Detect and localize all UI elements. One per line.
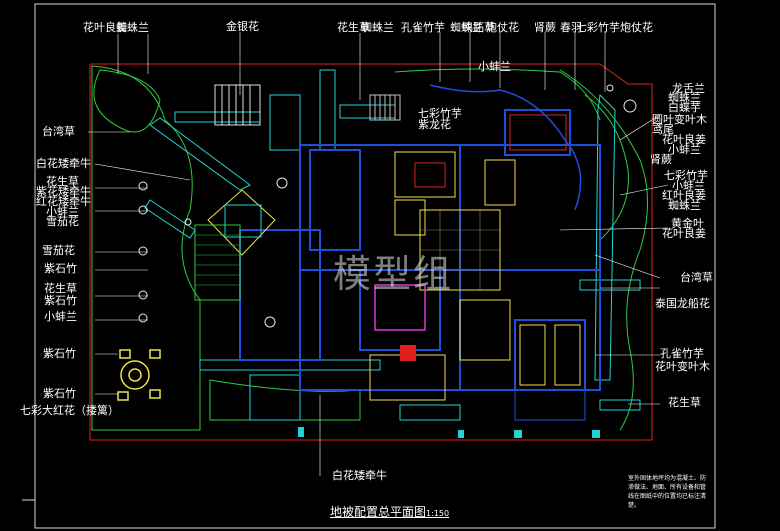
living-room-sofa [374,284,426,331]
plant-label-l42: 紫石竹 [44,294,77,307]
stream-curve [429,84,582,211]
plant-label-l32: 七彩竹芋 [664,169,708,182]
plant-label-l44: 小蚌兰 [44,310,77,323]
planting-south-strip [209,379,361,421]
drawing-title: 地被配置总平面图1:150 [330,503,449,520]
plant-label-l04: 花生草 [337,21,370,34]
plant-label-l40: 台湾草 [680,271,713,284]
plant-label-l10: 小蚌兰 [478,60,511,73]
property-boundary [89,63,653,441]
plant-label-l19: 蜘蛛兰 [668,91,701,104]
plant-label-l43: 泰国龙船花 [655,297,710,310]
plant-label-l36: 黄金叶 [671,217,704,230]
planting-east-inner [584,94,629,241]
plant-label-l08: 鸭跖草 [462,21,495,34]
stairs [369,94,401,121]
plant-symbols [138,84,637,328]
drawing-frame [34,3,716,529]
plant-label-l48: 紫石竹 [43,387,76,400]
round-table-set [117,349,161,401]
plant-label-l51: 白花矮牵牛 [332,469,387,482]
pool-outline [509,114,567,151]
drawing-note: 室外固体地坪均为混凝土、防渗做法、地面、所有设备和管线在图纸中的位置均已标注清楚… [628,475,707,509]
plant-label-l38: 雪茄花 [42,244,75,257]
plant-label-l29: 红花矮牵牛 [36,195,91,208]
plant-label-l16: 龙舌兰 [672,82,705,95]
plant-label-l15: 台湾草 [42,125,75,138]
entrance-mat [400,345,416,361]
lawn-west [91,65,201,431]
plant-label-l01: 花叶良姜 [83,21,127,34]
plant-label-l31: 雪茄花 [46,215,79,228]
plant-label-l17: 七彩竹芋 [418,107,462,120]
plant-label-l34: 红叶良姜 [662,189,706,202]
courtyard-paving [419,209,501,291]
plant-label-l25: 肾蕨 [650,153,672,166]
plant-label-l18: 紫龙花 [418,118,451,131]
plant-label-l35: 蜘蛛兰 [668,199,701,212]
pergola [214,84,261,126]
drawing-scale: 1:150 [426,509,450,518]
plant-label-l30: 小蚌兰 [46,205,79,218]
leader-lines [88,32,669,476]
lawn-northwest [93,69,161,133]
plant-label-l26: 白花矮牵牛 [36,157,91,170]
plant-label-l13: 七彩竹芋 [576,21,620,34]
plant-label-l24: 小蚌兰 [668,143,701,156]
plant-label-l37: 花叶良姜 [662,227,706,240]
plant-label-l14: 炮仗花 [620,21,653,34]
dining-table [414,162,446,188]
plant-label-l21: 圆叶变叶木 [652,113,707,126]
plant-label-l20: 白蝶芋 [668,101,701,114]
plant-label-l11: 肾蕨 [534,21,556,34]
plant-label-l46: 孔雀竹芋 [660,347,704,360]
garage-ramp [514,389,586,421]
plant-label-l41: 花生草 [44,282,77,295]
plant-label-l28: 紫花矮牵牛 [36,185,91,198]
gate-posts [298,427,600,438]
plant-label-l49: 七彩大红花（搂篱） [20,404,119,417]
plant-label-l23: 花叶良姜 [662,133,706,146]
plant-label-l02: 蜘蛛兰 [116,21,149,34]
plant-label-l09: 炮仗花 [486,21,519,34]
plant-label-l45: 紫石竹 [43,347,76,360]
plant-label-l50: 花生草 [668,396,701,409]
plant-label-l07: 蜘蛛兰 [450,21,483,34]
plant-label-l33: 小蚌兰 [672,179,705,192]
plant-label-l03: 金银花 [226,20,259,33]
plant-label-l06: 孔雀竹芋 [401,21,445,34]
gazebo [194,189,276,301]
drawing-title-text: 地被配置总平面图 [330,505,427,519]
plant-label-l27: 花生草 [46,175,79,188]
plant-label-l05: 蜘蛛兰 [361,21,394,34]
plant-label-l47: 花叶变叶木 [655,360,710,373]
plant-label-l12: 春羽 [560,21,582,34]
watermark-text: 模型组 [333,252,454,296]
planting-north-strip [394,68,601,121]
plant-label-l39: 紫石竹 [44,262,77,275]
plant-label-l22: 鸢尾 [652,123,674,136]
planting-east-curve [559,69,648,431]
